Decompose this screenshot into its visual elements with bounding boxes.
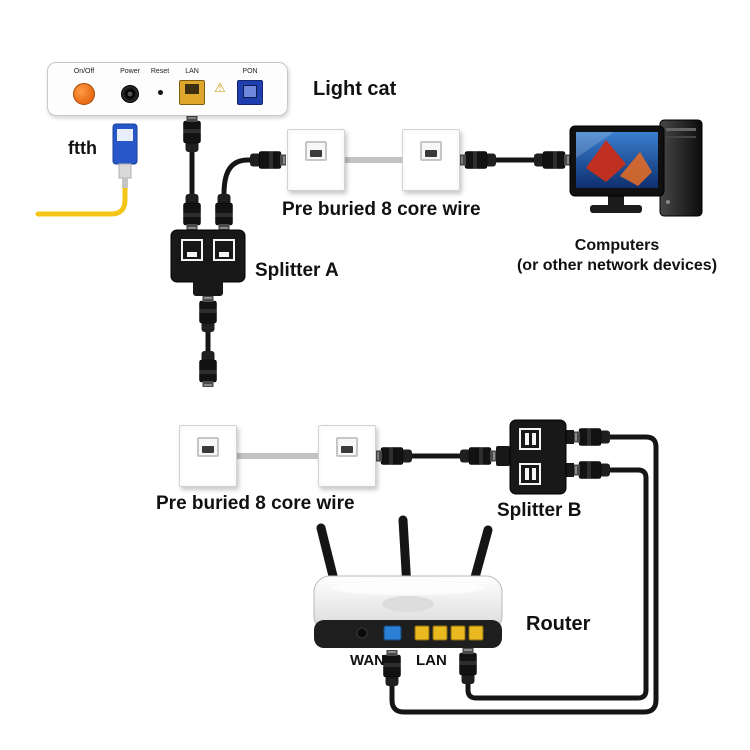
splitter-b-device bbox=[496, 419, 574, 495]
power-jack bbox=[121, 85, 139, 103]
computer-label-line2: (or other network devices) bbox=[516, 257, 718, 274]
fiber-connector bbox=[35, 123, 138, 217]
bottom-wire-label: Pre buried 8 core wire bbox=[156, 493, 355, 514]
router-logo bbox=[382, 596, 434, 612]
router-power-jack bbox=[356, 627, 368, 639]
keystone-jack-icon bbox=[420, 141, 442, 161]
monitor-neck bbox=[608, 194, 624, 206]
router-wan-label: WAN bbox=[350, 652, 385, 669]
cable-splitterB-to-wan bbox=[389, 434, 659, 715]
cable-splitterA-to-plate1 bbox=[221, 157, 254, 197]
router-lan-port-4 bbox=[468, 625, 484, 641]
splitter-a-port2-icon bbox=[213, 239, 235, 261]
router-device bbox=[313, 515, 503, 648]
rj45-connector bbox=[573, 461, 611, 479]
splitter-a-device bbox=[170, 229, 246, 296]
rj45-connector bbox=[199, 350, 217, 388]
ont-modem-device: On/Off Power Reset LAN PON ⚠ bbox=[47, 62, 288, 116]
monitor-base bbox=[590, 205, 642, 213]
computer-label-line1: Computers bbox=[574, 237, 660, 254]
rj45-connector bbox=[215, 193, 233, 231]
router-lan-port-1 bbox=[414, 625, 430, 641]
fiber-cable bbox=[35, 183, 128, 217]
router-wan-port bbox=[383, 625, 402, 641]
rj45-connector bbox=[183, 115, 201, 153]
splitter-b-port1-icon bbox=[519, 428, 541, 450]
keystone-jack-icon bbox=[197, 437, 219, 457]
router-lan-port-2 bbox=[432, 625, 448, 641]
wall-plate-2 bbox=[402, 129, 460, 191]
splitter-a-label: Splitter A bbox=[255, 260, 339, 281]
onoff-button bbox=[73, 83, 95, 105]
modem-pon-port bbox=[237, 80, 263, 105]
keystone-jack-icon bbox=[305, 141, 327, 161]
warning-icon: ⚠ bbox=[214, 80, 226, 95]
splitter-b-port2-icon bbox=[519, 463, 541, 485]
rj45-connector bbox=[199, 295, 217, 333]
wall-plate-1 bbox=[287, 129, 345, 191]
router-lan-label: LAN bbox=[416, 652, 447, 669]
reset-hole bbox=[158, 90, 163, 95]
keystone-jack-icon bbox=[336, 437, 358, 457]
inwall-cables bbox=[237, 157, 402, 459]
cable-splitterB-to-lan bbox=[465, 467, 649, 701]
computer-device bbox=[569, 119, 703, 217]
lan-port-label: LAN bbox=[185, 68, 199, 75]
wall-plate-4 bbox=[318, 425, 376, 487]
reset-port-label: Reset bbox=[150, 68, 170, 75]
top-wire-label: Pre buried 8 core wire bbox=[282, 199, 481, 220]
rj45-connector bbox=[183, 193, 201, 231]
rj45-connector bbox=[383, 649, 401, 687]
modem-label: Light cat bbox=[313, 78, 397, 100]
pon-port-label: PON bbox=[242, 68, 258, 75]
rj45-connector bbox=[459, 647, 477, 685]
router-label: Router bbox=[526, 613, 591, 635]
rj45-connector bbox=[459, 151, 497, 169]
rj45-connector bbox=[533, 151, 571, 169]
rj45-connector bbox=[459, 447, 497, 465]
ethernet-cables bbox=[189, 148, 659, 715]
fiber-label: ftth bbox=[68, 138, 97, 158]
rj45-connector bbox=[573, 428, 611, 446]
power-port-label: Power bbox=[120, 68, 140, 75]
rj45-connector bbox=[249, 151, 287, 169]
rj45-connector bbox=[375, 447, 413, 465]
wall-plate-3 bbox=[179, 425, 237, 487]
splitter-b-label: Splitter B bbox=[497, 500, 582, 521]
modem-lan-port bbox=[179, 80, 205, 105]
onoff-port-label: On/Off bbox=[73, 68, 95, 75]
router-lan-port-3 bbox=[450, 625, 466, 641]
splitter-a-port1-icon bbox=[181, 239, 203, 261]
